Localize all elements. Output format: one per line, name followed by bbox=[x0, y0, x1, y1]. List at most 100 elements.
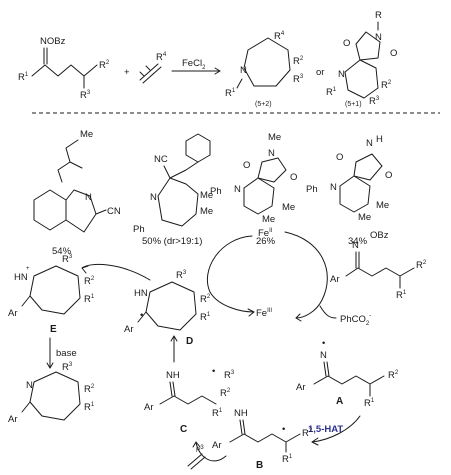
label-e: E bbox=[50, 324, 57, 335]
label-a: A bbox=[336, 396, 343, 407]
spiro-r3: R3 bbox=[369, 96, 380, 107]
intermediate-b: NH Ar • R2 R1 B bbox=[212, 408, 313, 471]
example-2: NC N Ph Me Me 50% (dr>19:1) bbox=[133, 133, 213, 247]
ex2-n: N bbox=[150, 192, 157, 203]
a-n: N bbox=[320, 350, 327, 361]
e-ar: Ar bbox=[8, 308, 18, 319]
c-cn-bond-2 bbox=[172, 381, 176, 397]
reaction-arrow-fecl2: FeCl2 bbox=[171, 58, 221, 75]
c-ar: Ar bbox=[144, 402, 154, 413]
ex3-me2: Me bbox=[282, 202, 295, 213]
product-label-5-2: (5+2) bbox=[255, 101, 272, 108]
product-n: N bbox=[26, 380, 33, 391]
a-chain bbox=[313, 375, 385, 385]
arrow-c-to-d-head bbox=[170, 335, 178, 342]
alkene-hash-2 bbox=[145, 65, 151, 71]
e-r2: R2 bbox=[84, 276, 95, 287]
ex1-azepine bbox=[65, 189, 97, 233]
label-d: D bbox=[186, 336, 193, 347]
sm-chain bbox=[345, 267, 415, 277]
substrate-oxime-ester: NOBz R1 R3 R2 bbox=[18, 36, 110, 101]
a-r1: R1 bbox=[364, 398, 375, 409]
intermediate-d: HN R3 R2 R1 • Ar D bbox=[124, 270, 211, 347]
ex4-nh: H bbox=[376, 134, 383, 145]
hat-label: 1,5-HAT bbox=[308, 424, 343, 435]
e-ring bbox=[29, 265, 81, 315]
arrow-d-to-e-head bbox=[81, 265, 89, 274]
ex4-o1: O bbox=[336, 152, 343, 163]
benzoate-arrow bbox=[319, 305, 337, 319]
ex2-chain bbox=[163, 161, 199, 179]
label-b: B bbox=[256, 460, 263, 471]
ex2-nc: NC bbox=[154, 154, 168, 165]
ex3-me1: Me bbox=[262, 214, 275, 225]
spiro-r1: R1 bbox=[326, 87, 337, 98]
ex1-me: Me bbox=[80, 129, 93, 140]
d-ring bbox=[145, 281, 197, 331]
base-arrow-head bbox=[46, 362, 54, 369]
d-r2: R2 bbox=[200, 294, 211, 305]
c-r3: R3 bbox=[224, 370, 235, 381]
intermediate-e: HN + R3 R2 R1 Ar E bbox=[8, 254, 95, 335]
ex1-side-chain bbox=[57, 139, 79, 183]
a-r2: R2 bbox=[388, 370, 399, 381]
b-ar: Ar bbox=[212, 440, 222, 451]
product-r3: R3 bbox=[62, 362, 73, 373]
substrate-chain bbox=[31, 64, 98, 77]
a-radical: • bbox=[322, 338, 325, 349]
ex3-o2: O bbox=[290, 172, 297, 183]
b-chain bbox=[229, 433, 301, 443]
fe-arc-right bbox=[284, 231, 328, 319]
arrow-b-to-c-head bbox=[192, 441, 201, 448]
ex3-me: Me bbox=[268, 132, 281, 143]
iron-cycle: FeII FeIII bbox=[206, 228, 328, 322]
product-ring bbox=[29, 371, 81, 421]
final-product: N R3 R2 R1 Ar bbox=[8, 362, 95, 425]
intermediate-c: NH Ar R3 • R2 R1 C bbox=[144, 366, 235, 435]
product-r1: R1 bbox=[225, 88, 236, 99]
c-nh: NH bbox=[166, 370, 180, 381]
b-nh: NH bbox=[234, 408, 248, 419]
ex3-ph: Ph bbox=[210, 186, 222, 197]
fe-arc-left bbox=[206, 235, 255, 313]
ex1-branch bbox=[69, 161, 83, 169]
add-alkene-r3: R3 bbox=[196, 445, 204, 454]
product-r3: R3 bbox=[293, 74, 304, 85]
ex1-benzene bbox=[33, 189, 67, 231]
alkene-r4: R4 bbox=[156, 52, 167, 63]
imide-n: N bbox=[375, 32, 382, 43]
e-hn: HN bbox=[14, 272, 28, 283]
sm-r2: R2 bbox=[416, 260, 427, 271]
d-ar-bond bbox=[137, 311, 147, 323]
product-azepine: N R1 R4 R2 R3 (5+2) bbox=[225, 31, 304, 108]
ex2-me2: Me bbox=[200, 206, 213, 217]
azepine-r1-bond bbox=[236, 78, 243, 89]
fe3-label: FeIII bbox=[256, 308, 272, 319]
intermediate-a: • N Ar R2 R1 A bbox=[296, 338, 399, 409]
fe2-label: FeII bbox=[258, 228, 273, 239]
ex4-me1: Me bbox=[358, 212, 371, 223]
alkene-bond bbox=[139, 63, 159, 81]
ex2-phenyl bbox=[185, 133, 211, 163]
ex2-me1: Me bbox=[200, 190, 213, 201]
imide-o-right: O bbox=[390, 48, 397, 59]
a-cn-bond-2 bbox=[326, 361, 330, 377]
b-radical: • bbox=[282, 424, 285, 435]
d-radical: • bbox=[140, 310, 143, 321]
ex2-ph: Ph bbox=[133, 224, 145, 235]
e-plus: + bbox=[26, 266, 30, 272]
ex3-ring-n: N bbox=[234, 184, 241, 195]
e-r3: R3 bbox=[62, 254, 73, 265]
imide-r: R bbox=[375, 10, 382, 21]
product-r4: R4 bbox=[274, 31, 285, 42]
arrow-head bbox=[214, 67, 221, 75]
c-cn-bond bbox=[169, 381, 173, 397]
arrow-b-to-c bbox=[195, 441, 227, 462]
b-r1: R1 bbox=[282, 454, 293, 465]
ex3-imide-ring bbox=[257, 157, 287, 183]
b-cn-bond-2 bbox=[242, 419, 246, 435]
spiro-r2: R2 bbox=[381, 80, 392, 91]
sm-ar: Ar bbox=[330, 274, 340, 285]
